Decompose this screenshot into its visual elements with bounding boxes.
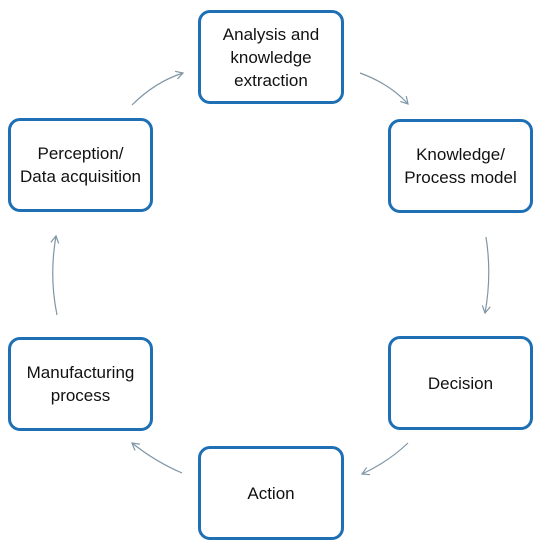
node-analysis-label: Analysis and knowledge extraction (222, 24, 320, 90)
arrow-action-to-manufacturing (131, 442, 183, 474)
node-manufacturing: Manufacturing process (8, 337, 153, 431)
arrow-manufacturing-to-perception (50, 234, 60, 316)
arrow-decision-to-action (360, 442, 409, 476)
arrow-knowledge-to-decision (481, 236, 491, 315)
node-knowledge: Knowledge/ Process model (388, 119, 533, 213)
node-manufacturing-label: Manufacturing process (26, 363, 135, 405)
node-action: Action (198, 446, 344, 540)
node-perception-label: Perception/ Data acquisition (20, 144, 141, 186)
node-perception: Perception/ Data acquisition (8, 118, 153, 212)
node-action-label: Action (247, 483, 295, 503)
node-analysis: Analysis and knowledge extraction (198, 10, 344, 104)
node-knowledge-label: Knowledge/ Process model (404, 145, 517, 187)
arrow-perception-to-analysis (131, 70, 185, 106)
node-decision: Decision (388, 336, 533, 430)
arrow-analysis-to-knowledge (359, 72, 409, 105)
node-decision-label: Decision (427, 373, 494, 393)
